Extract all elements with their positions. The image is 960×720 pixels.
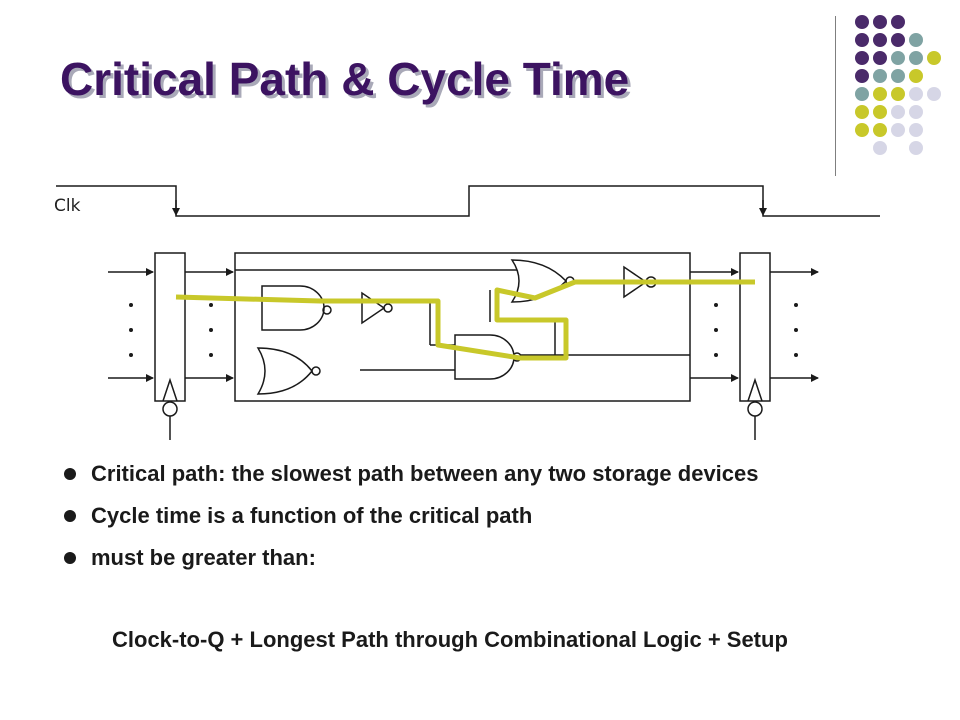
grid-dot: [873, 141, 887, 155]
grid-dot: [909, 105, 923, 119]
bullet-marker: [64, 552, 76, 564]
bit-ellipsis-dot: [714, 328, 718, 332]
right-register: [739, 252, 771, 402]
critical-path-highlight: [175, 279, 755, 361]
grid-dot: [873, 51, 887, 65]
nor-gate: [256, 347, 313, 395]
grid-dot: [855, 15, 869, 29]
grid-dot: [891, 15, 905, 29]
grid-dot: [927, 51, 941, 65]
bit-ellipsis-dot: [794, 303, 798, 307]
bit-ellipsis-dot: [209, 303, 213, 307]
grid-dot: [927, 87, 941, 101]
grid-dot: [909, 87, 923, 101]
right-register-clock-mark: [747, 377, 763, 402]
and-gate-1-bubble: [322, 305, 332, 315]
clock-waveform: [56, 185, 880, 217]
slide-title: Critical Path & Cycle Time: [60, 53, 630, 105]
grid-dot: [909, 141, 923, 155]
formula-line: Clock-to-Q + Longest Path through Combin…: [112, 627, 788, 652]
bullet-item: must be greater than:: [62, 542, 932, 574]
formula-text: Clock-to-Q + Longest Path through Combin…: [94, 624, 932, 656]
bit-ellipsis-dot: [714, 303, 718, 307]
wire-arrowhead: [226, 268, 234, 276]
bullet-marker: [64, 468, 76, 480]
grid-dot: [891, 69, 905, 83]
left-register: [154, 252, 186, 402]
bullet-text: Cycle time is a function of the critical…: [91, 503, 533, 528]
wire-arrowhead: [146, 374, 154, 382]
grid-dot: [873, 87, 887, 101]
wire-arrowhead: [731, 374, 739, 382]
grid-dot: [855, 51, 869, 65]
right-register-clock-bubble: [747, 401, 763, 417]
bit-ellipsis-dot: [794, 328, 798, 332]
grid-dot: [855, 123, 869, 137]
wire-arrowhead: [731, 268, 739, 276]
grid-dot: [909, 33, 923, 47]
grid-dot: [891, 105, 905, 119]
clock-arrowhead: [172, 208, 180, 216]
bit-ellipsis-dot: [714, 353, 718, 357]
wire-arrowhead: [811, 374, 819, 382]
inverter-1: [361, 291, 386, 325]
inverter-1-bubble: [383, 303, 393, 313]
wire-arrowhead: [146, 268, 154, 276]
and-gate-1: [261, 285, 325, 331]
bit-ellipsis-dot: [794, 353, 798, 357]
bit-ellipsis-dot: [129, 328, 133, 332]
left-register-clock-mark: [162, 377, 178, 402]
divider-line: [835, 16, 836, 176]
clock-label: Clk: [54, 196, 81, 216]
grid-dot: [891, 87, 905, 101]
grid-dot: [873, 105, 887, 119]
grid-dot: [855, 105, 869, 119]
bit-ellipsis-dot: [129, 353, 133, 357]
bullet-text: Critical path: the slowest path between …: [91, 461, 759, 486]
wire-arrowhead: [226, 374, 234, 382]
bullet-marker: [64, 510, 76, 522]
combinational-logic-box: [234, 252, 691, 402]
grid-dot: [873, 15, 887, 29]
grid-dot: [855, 69, 869, 83]
bullet-text: must be greater than:: [91, 545, 316, 570]
grid-dot: [909, 123, 923, 137]
grid-dot: [891, 33, 905, 47]
grid-dot: [891, 123, 905, 137]
grid-dot: [855, 33, 869, 47]
grid-dot: [909, 51, 923, 65]
bit-ellipsis-dot: [209, 353, 213, 357]
grid-dot: [873, 69, 887, 83]
grid-dot: [873, 33, 887, 47]
bullet-list: Critical path: the slowest path between …: [62, 458, 932, 584]
nor-gate-bubble: [311, 366, 321, 376]
grid-dot: [891, 51, 905, 65]
grid-dot: [873, 123, 887, 137]
left-register-clock-bubble: [162, 401, 178, 417]
bullet-item: Critical path: the slowest path between …: [62, 458, 932, 490]
decorative-dot-grid: [855, 15, 941, 155]
wire-arrowhead: [811, 268, 819, 276]
clock-arrowhead: [759, 208, 767, 216]
bit-ellipsis-dot: [209, 328, 213, 332]
grid-dot: [909, 69, 923, 83]
bullet-item: Cycle time is a function of the critical…: [62, 500, 932, 532]
grid-dot: [855, 87, 869, 101]
bit-ellipsis-dot: [129, 303, 133, 307]
circuit-diagram: [56, 185, 880, 440]
